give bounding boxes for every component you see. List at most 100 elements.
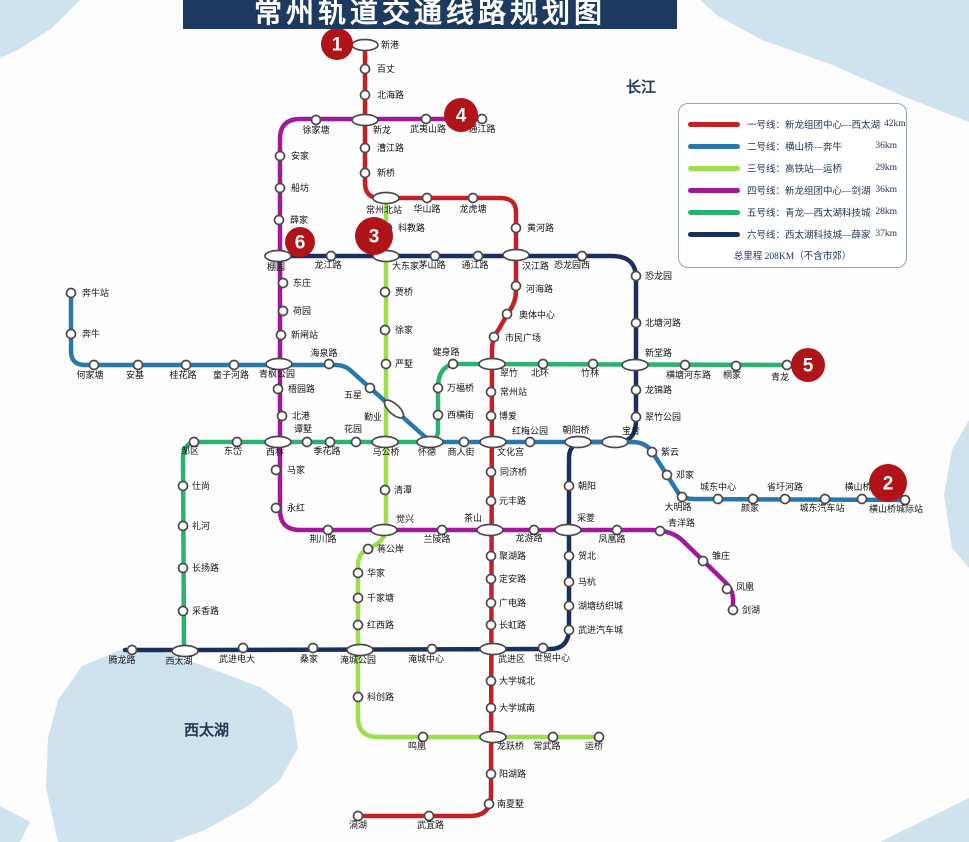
station-marker <box>88 359 100 371</box>
station-label: 翠竹公园 <box>645 411 681 422</box>
station-marker <box>563 550 575 562</box>
station-marker <box>420 113 432 125</box>
station-marker <box>727 604 739 616</box>
legend-line-label: 三号线：高铁站—运桥 <box>747 165 843 175</box>
station-marker <box>352 691 364 703</box>
station-label: 采香路 <box>192 605 219 616</box>
station-label: 怀德 <box>418 446 436 457</box>
station-marker <box>277 305 289 317</box>
station-marker <box>270 502 282 514</box>
station-label: 花园 <box>344 423 362 434</box>
station-label: 颜家 <box>741 502 759 513</box>
station-marker <box>458 436 470 448</box>
station-marker <box>231 436 243 448</box>
interchange-marker <box>372 191 400 205</box>
interchange-marker <box>478 357 506 371</box>
station-label: 荷园 <box>293 306 311 316</box>
station-label: 红西路 <box>367 619 394 630</box>
station-marker <box>421 192 433 204</box>
station-label: 奔牛站 <box>82 287 109 298</box>
interchange-marker <box>346 643 374 657</box>
station-label: 童子河路 <box>213 369 249 380</box>
station-label: 华家 <box>367 567 385 578</box>
station-marker <box>426 643 438 655</box>
station-label: 武进区 <box>498 653 525 664</box>
station-label: 荆川路 <box>309 533 336 544</box>
interchange-marker <box>502 248 530 262</box>
station-label: 漕江路 <box>377 142 404 153</box>
station-marker <box>547 731 559 743</box>
station-label: 奔牛 <box>82 328 100 339</box>
station-marker <box>380 358 392 370</box>
station-marker <box>177 480 189 492</box>
station-label: 凤凰 <box>736 582 754 592</box>
station-marker <box>447 358 459 370</box>
water-bottom-left <box>0 806 30 842</box>
station-label: 龙跃桥 <box>497 740 524 751</box>
station-marker <box>301 436 313 448</box>
station-marker <box>485 550 497 562</box>
station-label: 桐家 <box>723 369 741 380</box>
station-marker <box>485 619 497 631</box>
line-badge <box>869 464 907 502</box>
station-label: 仕尚 <box>192 480 210 491</box>
station-label: 北环 <box>531 368 549 378</box>
station-marker <box>177 520 189 532</box>
station-marker <box>65 328 77 340</box>
station-label: 湖塘纺织城 <box>578 600 623 611</box>
water-bottom-right <box>880 798 969 842</box>
station-label: 河海路 <box>526 283 553 294</box>
station-label: 博爱 <box>499 410 517 421</box>
station-marker <box>228 359 240 371</box>
station-label: 青洋路 <box>668 517 695 528</box>
line-badge <box>355 217 393 255</box>
interchange-marker <box>479 435 507 449</box>
station-label: 贺北 <box>578 550 596 561</box>
interchange-marker <box>371 435 399 449</box>
interchange-marker <box>416 435 444 449</box>
station-label: 季花路 <box>313 445 340 456</box>
legend-line-label: 一号线：新龙组团中心—西太湖 <box>747 121 881 131</box>
station-marker <box>630 411 642 423</box>
station-marker <box>819 493 831 505</box>
station-label: 横塘河东路 <box>666 369 711 380</box>
station-label: 安基 <box>126 369 144 380</box>
station-label: 觉兴 <box>396 514 414 524</box>
station-label: 西太湖 <box>165 655 192 666</box>
legend-line-distance: 28km <box>875 207 897 217</box>
station-label: 青枫公园 <box>259 368 295 379</box>
station-label: 商人街 <box>447 446 474 457</box>
interchange-marker <box>351 113 379 127</box>
station-marker <box>272 383 284 395</box>
legend-line-swatch <box>688 187 740 193</box>
station-marker <box>322 524 334 536</box>
station-label: 定安路 <box>499 573 526 584</box>
station-label: 宝青 <box>622 425 640 436</box>
station-marker <box>630 317 642 329</box>
station-marker <box>423 810 435 822</box>
station-marker <box>467 192 479 204</box>
station-label: 千家塘 <box>367 592 394 603</box>
station-label: 西林 <box>266 446 284 457</box>
station-marker <box>630 384 642 396</box>
station-label: 武进汽车城 <box>578 624 623 635</box>
interchange-marker <box>171 644 199 658</box>
station-marker <box>352 810 364 822</box>
interchange-marker <box>476 523 504 537</box>
station-label: 省圩河路 <box>767 481 803 492</box>
station-label: 贾桥 <box>395 286 413 297</box>
line-badge <box>791 348 825 382</box>
station-label: 淹城中心 <box>408 653 444 664</box>
legend-line-label: 二号线：横山桥—奔牛 <box>747 143 843 153</box>
station-marker <box>177 605 189 617</box>
interchange-marker <box>564 435 592 449</box>
station-label: 龙虎塘 <box>459 203 486 214</box>
station-marker <box>697 555 709 567</box>
station-label: 翠竹 <box>500 367 518 378</box>
station-label: 腾龙路 <box>108 654 135 665</box>
station-marker <box>593 731 605 743</box>
